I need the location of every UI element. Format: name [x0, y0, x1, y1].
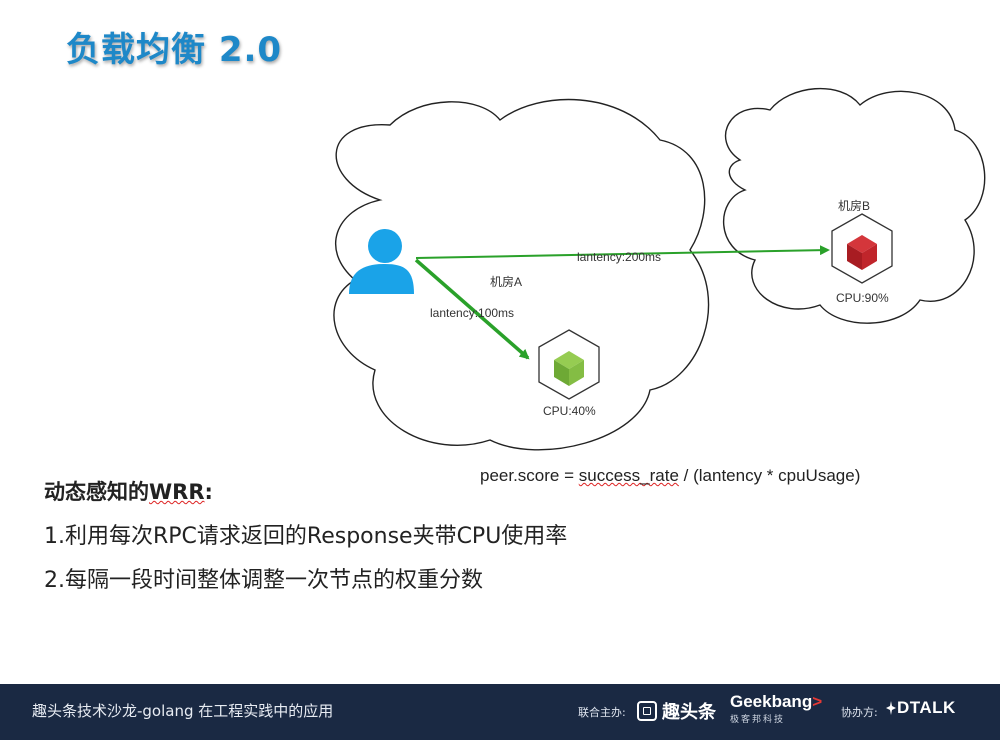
server-a-cpu-label: CPU:40% [543, 404, 596, 418]
user-icon [349, 229, 414, 294]
section-heading: 动态感知的WRR: [44, 476, 213, 506]
heading-wrr: WRR [149, 480, 205, 504]
formula-suffix: / (lantency * cpuUsage) [678, 466, 861, 485]
geekbang-arrow-icon: > [812, 692, 823, 711]
qutoutiao-icon [637, 701, 657, 721]
datacenter-b-cloud [723, 87, 986, 324]
server-b-cpu-label: CPU:90% [836, 291, 889, 305]
formula-prefix: peer.score = [480, 466, 579, 485]
slide-title: 负载均衡 2.0 [66, 30, 283, 70]
point-2: 2.每隔一段时间整体调整一次节点的权重分数 [44, 568, 483, 593]
event-title: 趣头条技术沙龙-golang 在工程实践中的应用 [32, 702, 334, 720]
qutoutiao-logo-text: 趣头条 [662, 702, 716, 723]
load-balancing-diagram: 机房A lantency:100ms CPU:40% lantency:200m… [333, 87, 986, 451]
dtalk-logo-text: DTALK [897, 698, 956, 717]
point-1: 1.利用每次RPC请求返回的Response夹带CPU使用率 [44, 524, 568, 549]
heading-prefix: 动态感知的 [44, 480, 149, 504]
red-cube-server-icon [831, 213, 893, 284]
arrow-to-datacenter-b [415, 245, 830, 259]
heading-suffix: : [204, 480, 213, 504]
arrow-to-datacenter-a [414, 258, 530, 360]
datacenter-a-label: 机房A [490, 274, 522, 289]
score-formula: peer.score = success_rate / (lantency * … [480, 466, 860, 486]
latency-a-label: lantency:100ms [430, 306, 514, 320]
formula-term: success_rate [578, 466, 679, 485]
geekbang-logo: Geekbang> 极客邦科技 [730, 692, 830, 732]
datacenter-b-label: 机房B [838, 198, 870, 213]
dtalk-spark-icon [886, 701, 896, 715]
geekbang-logo-text-a: Geek [730, 692, 772, 711]
dtalk-logo: DTALK [886, 698, 956, 718]
green-cube-server-icon [538, 329, 600, 400]
qutoutiao-logo: 趣头条 [637, 697, 716, 725]
latency-b-label: lantency:200ms [577, 250, 661, 264]
geekbang-subtitle: 极客邦科技 [730, 715, 786, 725]
datacenter-a-cloud [333, 98, 710, 451]
geekbang-logo-text-b: bang [771, 692, 813, 711]
footer-bar: 趣头条技术沙龙-golang 在工程实践中的应用 联合主办: 趣头条 Geekb… [0, 684, 1000, 740]
cohost-label: 协办方: [841, 706, 878, 719]
sponsor-label: 联合主办: [578, 706, 626, 719]
